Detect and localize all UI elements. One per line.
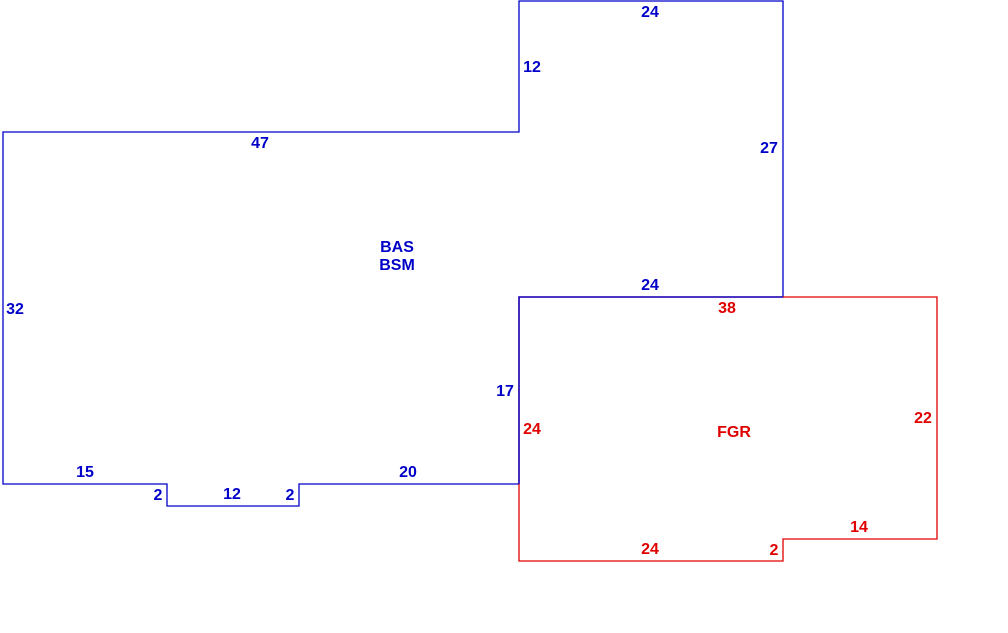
- house-dim-left-side: 32: [6, 301, 24, 318]
- garage-dim-right: 22: [914, 410, 932, 427]
- garage-dim-left: 24: [523, 421, 541, 438]
- garage-dim-bottom-right: 14: [850, 519, 868, 536]
- house-dim-bottom-mid: 20: [399, 464, 417, 481]
- garage-area-code: FGR: [717, 424, 751, 441]
- house-dim-shared-top: 24: [641, 277, 659, 294]
- house-dim-inner-step: 17: [496, 383, 514, 400]
- house-dim-notch-right: 2: [286, 487, 295, 504]
- house-dim-notch-bottom: 12: [223, 486, 241, 503]
- house-dim-right-side: 27: [760, 140, 778, 157]
- garage-dim-bottom-step: 2: [770, 542, 779, 559]
- garage-dim-top: 38: [718, 300, 736, 317]
- house-area-code-bsm: BSM: [379, 257, 415, 274]
- house-dim-upper-left-width: 47: [251, 135, 269, 152]
- garage-outline: [518, 296, 938, 562]
- garage-dim-bottom-left: 24: [641, 541, 659, 558]
- house-dim-bottom-left: 15: [76, 464, 94, 481]
- house-dim-notch-left: 2: [154, 487, 163, 504]
- shared-wall: [518, 296, 783, 484]
- house-dim-upper-step: 12: [523, 59, 541, 76]
- house-dim-top-right-width: 24: [641, 4, 659, 21]
- house-area-code-bas: BAS: [380, 239, 414, 256]
